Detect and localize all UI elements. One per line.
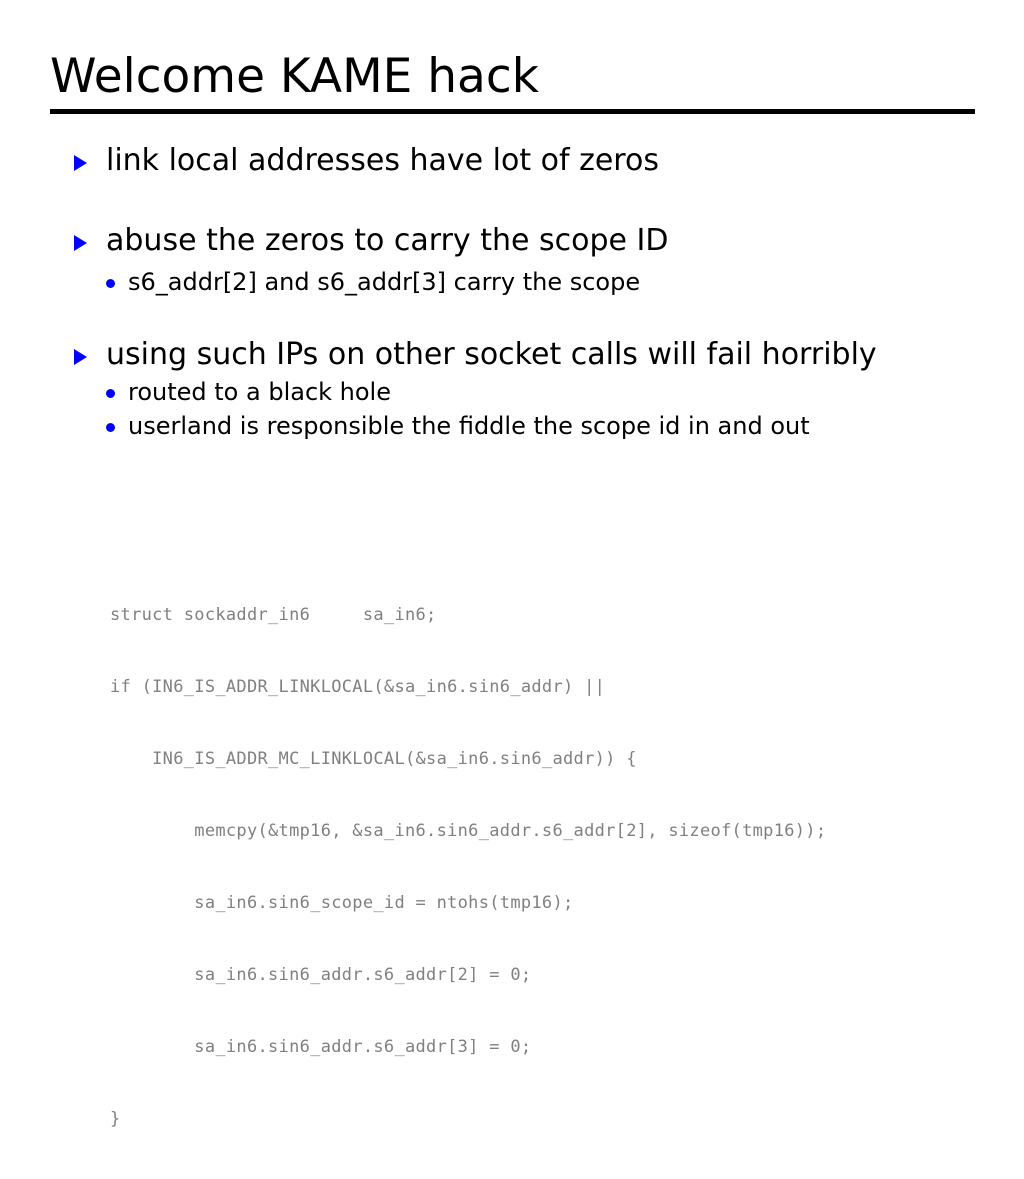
list-item: abuse the zeros to carry the scope ID [74, 226, 974, 256]
code-line: sa_in6.sin6_scope_id = ntohs(tmp16); [110, 893, 574, 913]
code-line: sa_in6.sin6_addr.s6_addr[3] = 0; [110, 1037, 532, 1057]
page-title: Welcome KAME hack [50, 49, 539, 104]
list-item-label: routed to a black hole [128, 378, 391, 406]
dot-icon [106, 423, 115, 432]
triangle-right-icon [74, 349, 87, 365]
triangle-right-icon [74, 155, 87, 171]
dot-icon [106, 279, 115, 288]
list-item-label: userland is responsible the fiddle the s… [128, 412, 810, 440]
spacer [74, 176, 974, 226]
spacer [74, 294, 974, 340]
list-item: routed to a black hole [106, 380, 974, 404]
list-item: link local addresses have lot of zeros [74, 146, 974, 176]
code-line: struct sockaddr_in6 sa_in6; [110, 605, 437, 625]
code-line: sa_in6.sin6_addr.s6_addr[2] = 0; [110, 965, 532, 985]
triangle-right-icon [74, 235, 87, 251]
dot-icon [106, 389, 115, 398]
code-line: IN6_IS_ADDR_MC_LINKLOCAL(&sa_in6.sin6_ad… [110, 749, 637, 769]
title-block: Welcome KAME hack [50, 49, 975, 114]
list-item-label: s6_addr[2] and s6_addr[3] carry the scop… [128, 268, 641, 296]
code-line: memcpy(&tmp16, &sa_in6.sin6_addr.s6_addr… [110, 821, 827, 841]
title-underline-rule [50, 108, 975, 114]
code-line: if (IN6_IS_ADDR_LINKLOCAL(&sa_in6.sin6_a… [110, 677, 606, 697]
list-item-label: link local addresses have lot of zeros [106, 143, 659, 178]
bullet-list: link local addresses have lot of zeros a… [74, 146, 974, 438]
code-line: } [110, 1109, 121, 1129]
code-block: struct sockaddr_in6 sa_in6; if (IN6_IS_A… [110, 555, 826, 1179]
list-item: s6_addr[2] and s6_addr[3] carry the scop… [106, 270, 974, 294]
list-item-label: abuse the zeros to carry the scope ID [106, 223, 669, 258]
list-item-label: using such IPs on other socket calls wil… [106, 337, 877, 372]
list-item: using such IPs on other socket calls wil… [74, 340, 974, 370]
slide: Welcome KAME hack link local addresses h… [50, 49, 975, 1129]
list-item: userland is responsible the fiddle the s… [106, 414, 974, 438]
